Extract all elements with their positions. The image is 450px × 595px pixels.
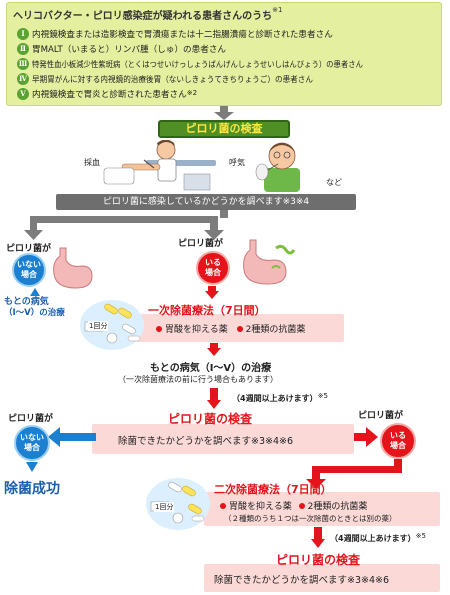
criteria-item-text: 特発性血小板減少性紫斑病（とくはつせいけっしょうばんげんしょうせいしはんびょう）…: [32, 59, 363, 69]
bullet-icon: [156, 325, 162, 332]
branch1-neg-badge: いない 場合: [12, 253, 46, 287]
branch2-neg-header: ピロリ菌が: [8, 414, 54, 424]
criteria-title-text: ヘリコバクター・ピロリ感染症が疑われる患者さんのうち: [13, 11, 273, 22]
breath-test-illustration: [255, 142, 300, 192]
therapy2-title: 二次除菌療法（7日間）: [214, 483, 332, 496]
badge-text: いる: [205, 258, 221, 267]
numeral-badge-icon: Ⅰ: [17, 28, 29, 40]
branch1-neg-treatment-1: もとの病気: [4, 297, 49, 307]
criteria-item-note: ※2: [186, 89, 198, 97]
test-title: ピロリ菌の検査: [185, 122, 263, 135]
test2-title: ピロリ菌の検査: [168, 412, 253, 426]
badge-text: 場合: [24, 443, 40, 452]
drug-2: 2種類の抗菌薬: [245, 325, 306, 335]
therapy2-box: [204, 492, 440, 526]
therapy1-title: 一次除菌療法（7日間）: [148, 304, 266, 317]
branch-arrows-icon: [24, 210, 228, 240]
down-arrow-icon: [207, 343, 221, 356]
criteria-item-text: 胃MALT（いまると）リンパ腫（しゅ）の患者さん: [32, 45, 227, 55]
original-treatment-title: もとの病気（Ⅰ〜Ⅴ）の治療: [150, 363, 272, 374]
therapy2-sub: （２種類のうち１つは一次除菌のときとは別の薬）: [224, 514, 397, 523]
eradication-success-label: 除菌成功: [4, 481, 60, 497]
test2-box: [92, 424, 354, 454]
gap2-label: （4週間以上あけます）※5: [330, 532, 426, 544]
breath-label: 呼気: [229, 158, 245, 167]
criteria-item-text: 早期胃がんに対する内視鏡的治療後胃（ないしきょうてきちりょうご）の患者さん: [32, 74, 313, 84]
branch1-pos-badge: いる 場合: [196, 251, 230, 285]
etc-label: など: [326, 178, 342, 187]
criteria-title-note: ※1: [272, 6, 283, 14]
bullet-icon: [220, 502, 226, 509]
infection-check-band: ピロリ菌に感染しているかどうかを調べます※3※4: [56, 194, 356, 210]
drug-1: 胃酸を抑える薬: [165, 325, 228, 335]
down-arrow-icon: [205, 286, 219, 299]
numeral-badge-icon: Ⅴ: [17, 88, 29, 100]
gap1-label: （4週間以上あけます）※5: [232, 392, 328, 404]
test2-text: 除菌できたかどうかを調べます※3※4※6: [118, 436, 294, 447]
badge-text: 場合: [205, 268, 221, 277]
dose-label: 1回分: [154, 502, 175, 512]
gap2-note: ※5: [415, 532, 426, 540]
left-arrow-icon: [48, 427, 96, 447]
therapy1-drugs: 胃酸を抑える薬 2種類の抗菌薬: [156, 322, 305, 335]
down-arrow-icon: [214, 106, 234, 120]
badge-text: いない: [20, 433, 44, 442]
criteria-item-text: 内視鏡検査または造影検査で胃潰瘍または十二指腸潰瘍と診断された患者さん: [32, 30, 333, 40]
gap1-text: （4週間以上あけます）: [232, 394, 318, 403]
elbow-arrow-icon: [306, 459, 402, 489]
bullet-icon: [236, 325, 243, 332]
original-treatment-sub: （一次除菌療法の前に行う場合もあります）: [118, 375, 278, 384]
badge-text: 場合: [390, 441, 406, 450]
therapy2-drugs: 胃酸を抑える薬 2種類の抗菌薬: [220, 499, 367, 512]
bullet-icon: [298, 502, 305, 509]
branch1-neg-treatment-2: （Ⅰ〜Ⅴ）の治療: [4, 308, 65, 318]
right-arrow-icon: [354, 427, 378, 447]
blood-label: 採血: [84, 158, 100, 167]
drug-1: 胃酸を抑える薬: [229, 502, 292, 512]
branch2-pos-header: ピロリ菌が: [358, 411, 404, 421]
down-arrow-icon: [311, 527, 325, 548]
blood-draw-illustration: [103, 140, 216, 191]
stomach-icon: [53, 247, 93, 289]
test3-text: 除菌できたかどうかを調べます※3※4※6: [214, 575, 390, 586]
criteria-item-text: 内視鏡検査で胃炎と診断された患者さん: [32, 90, 187, 100]
numeral-badge-icon: Ⅳ: [17, 73, 29, 85]
down-arrow-icon: [207, 388, 221, 409]
badge-text: いない: [17, 260, 41, 269]
test3-box: [204, 564, 440, 592]
test3-title: ピロリ菌の検査: [276, 553, 361, 567]
badge-text: いる: [390, 431, 406, 440]
branch2-pos-badge: いる 場合: [380, 423, 416, 459]
down-arrow-icon: [26, 462, 38, 472]
badge-text: 場合: [21, 270, 37, 279]
numeral-badge-icon: Ⅱ: [17, 43, 29, 55]
up-arrow-icon: [30, 288, 40, 296]
gap1-note: ※5: [317, 392, 328, 400]
branch1-neg-header: ピロリ菌が: [6, 244, 52, 254]
drug-2: 2種類の抗菌薬: [307, 502, 368, 512]
branch2-neg-badge: いない 場合: [14, 425, 50, 461]
gap2-text: （4週間以上あけます）: [330, 534, 416, 543]
numeral-badge-icon: Ⅲ: [17, 58, 29, 70]
test-banner-1: ピロリ菌の検査: [158, 120, 290, 138]
criteria-title: ヘリコバクター・ピロリ感染症が疑われる患者さんのうち※1: [13, 6, 283, 22]
branch1-pos-header: ピロリ菌が: [178, 239, 224, 249]
stomach-pylori-icon: [243, 239, 296, 285]
dose-label: 1回分: [88, 321, 109, 331]
